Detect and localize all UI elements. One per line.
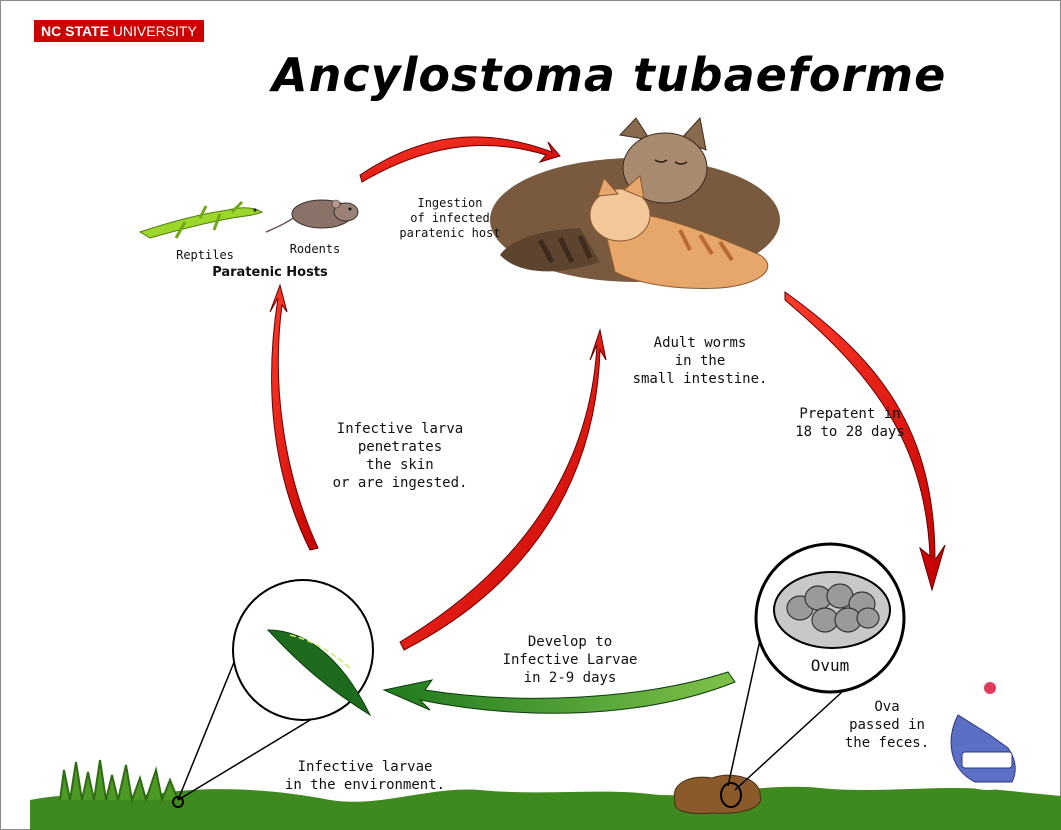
label-prepatent: Prepatent in 18 to 28 days [780,405,920,441]
label-infective-larvae-env: Infective larvae in the environment. [270,758,460,794]
cats-illustration [490,118,780,288]
grass-ground [30,760,1061,830]
reptile-lizard-illustration [140,202,262,238]
label-adult-worms: Adult worms in the small intestine. [625,334,775,388]
feces-illustration [674,775,760,813]
arrow-to-paratenic [270,285,318,550]
label-rodents: Rodents [280,242,350,257]
rodent-illustration [266,200,358,232]
label-develop: Develop to Infective Larvae in 2-9 days [485,633,655,687]
arrow-prepatent [785,292,945,590]
label-reptiles: Reptiles [170,248,240,263]
label-ingestion: Ingestion of infected paratenic host [385,196,515,241]
label-paratenic-hosts: Paratenic Hosts [200,264,340,282]
label-ova-passed: Ova passed in the feces. [842,698,932,752]
arrow-ingestion [360,137,560,182]
label-infective-larva: Infective larva penetrates the skin or a… [320,420,480,492]
label-ovum: Ovum [790,657,870,675]
vet-parasitology-logo [933,680,1043,790]
